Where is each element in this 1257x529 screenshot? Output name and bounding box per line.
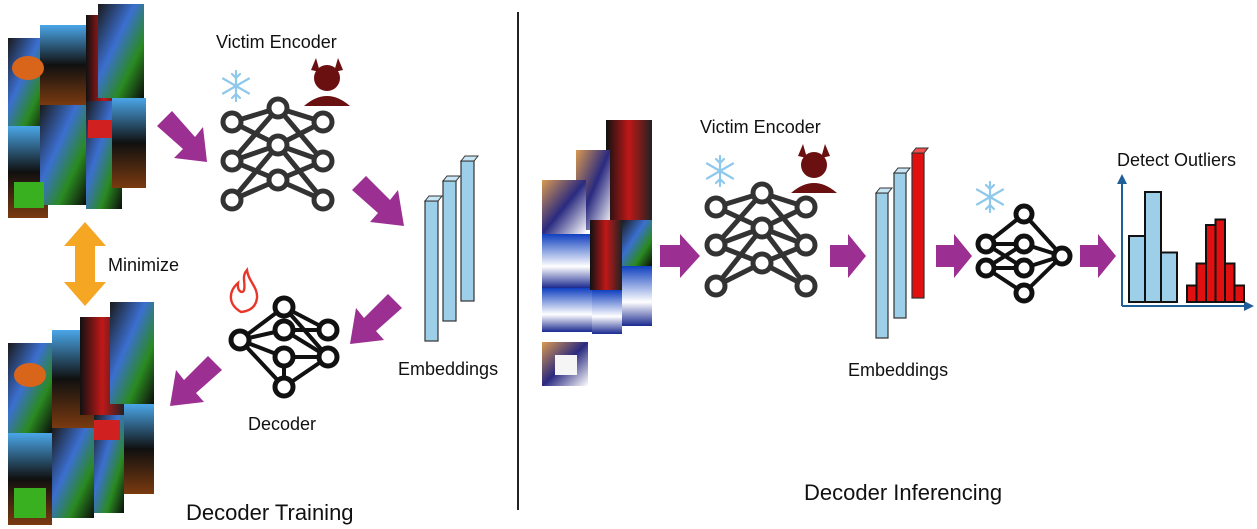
histogram-outlier-bar-1	[1195, 262, 1207, 303]
inference-encoder-title: Victim Encoder	[700, 117, 821, 137]
arrow-encoder-to-embeddings	[352, 176, 404, 226]
histogram-normal-bar-2	[1160, 251, 1178, 303]
decoder-network	[228, 295, 340, 399]
training-encoder-title: Victim Encoder	[216, 32, 337, 52]
inference-encoder-network	[704, 181, 818, 298]
snowflake-icon	[221, 69, 251, 103]
training-section-title: Decoder Training	[186, 500, 354, 525]
arrow-detector-to-histogram	[1080, 234, 1116, 278]
training-encoder-network	[220, 96, 335, 212]
snowflake-icon	[705, 154, 735, 188]
arrow-decoder-to-output	[170, 356, 222, 406]
decoder-label: Decoder	[248, 414, 316, 434]
histogram-normal-bar-0	[1128, 235, 1146, 303]
histogram-outlier-bar-2	[1205, 224, 1217, 303]
arrow-embeddings-to-decoder	[350, 294, 402, 344]
histogram-outlier-bar-3	[1214, 218, 1226, 303]
arrow-inference-input-to-encoder	[660, 234, 700, 278]
training-input-images	[8, 4, 146, 218]
arrow-embeddings-to-detector	[936, 234, 972, 278]
histogram-outlier-bars	[1186, 218, 1245, 303]
inference-embeddings-label: Embeddings	[848, 360, 948, 380]
devil-icon	[304, 58, 350, 106]
histogram-normal-bars	[1128, 191, 1178, 303]
histogram-outlier-bar-5	[1233, 284, 1245, 303]
reconstructed-images	[8, 302, 154, 525]
minimize-label: Minimize	[108, 255, 179, 275]
training-embeddings	[423, 155, 480, 342]
outliers-title: Detect Outliers	[1117, 150, 1236, 170]
inference-embeddings	[874, 147, 930, 339]
arrow-input-to-encoder	[157, 111, 207, 162]
outlier-histogram	[1117, 174, 1254, 311]
histogram-outlier-bar-4	[1224, 262, 1236, 303]
training-embeddings-label: Embeddings	[398, 359, 498, 379]
histogram-normal-bar-1	[1144, 191, 1162, 303]
inferencing-section-title: Decoder Inferencing	[804, 480, 1002, 505]
detector-network	[975, 203, 1073, 304]
inference-input-images	[542, 120, 652, 386]
flame-icon	[229, 267, 259, 314]
histogram-outlier-bar-0	[1186, 284, 1198, 303]
devil-icon	[791, 144, 837, 193]
snowflake-icon	[975, 180, 1005, 214]
arrow-encoder-to-inference-embeddings	[830, 234, 866, 278]
minimize-double-arrow	[64, 222, 106, 306]
